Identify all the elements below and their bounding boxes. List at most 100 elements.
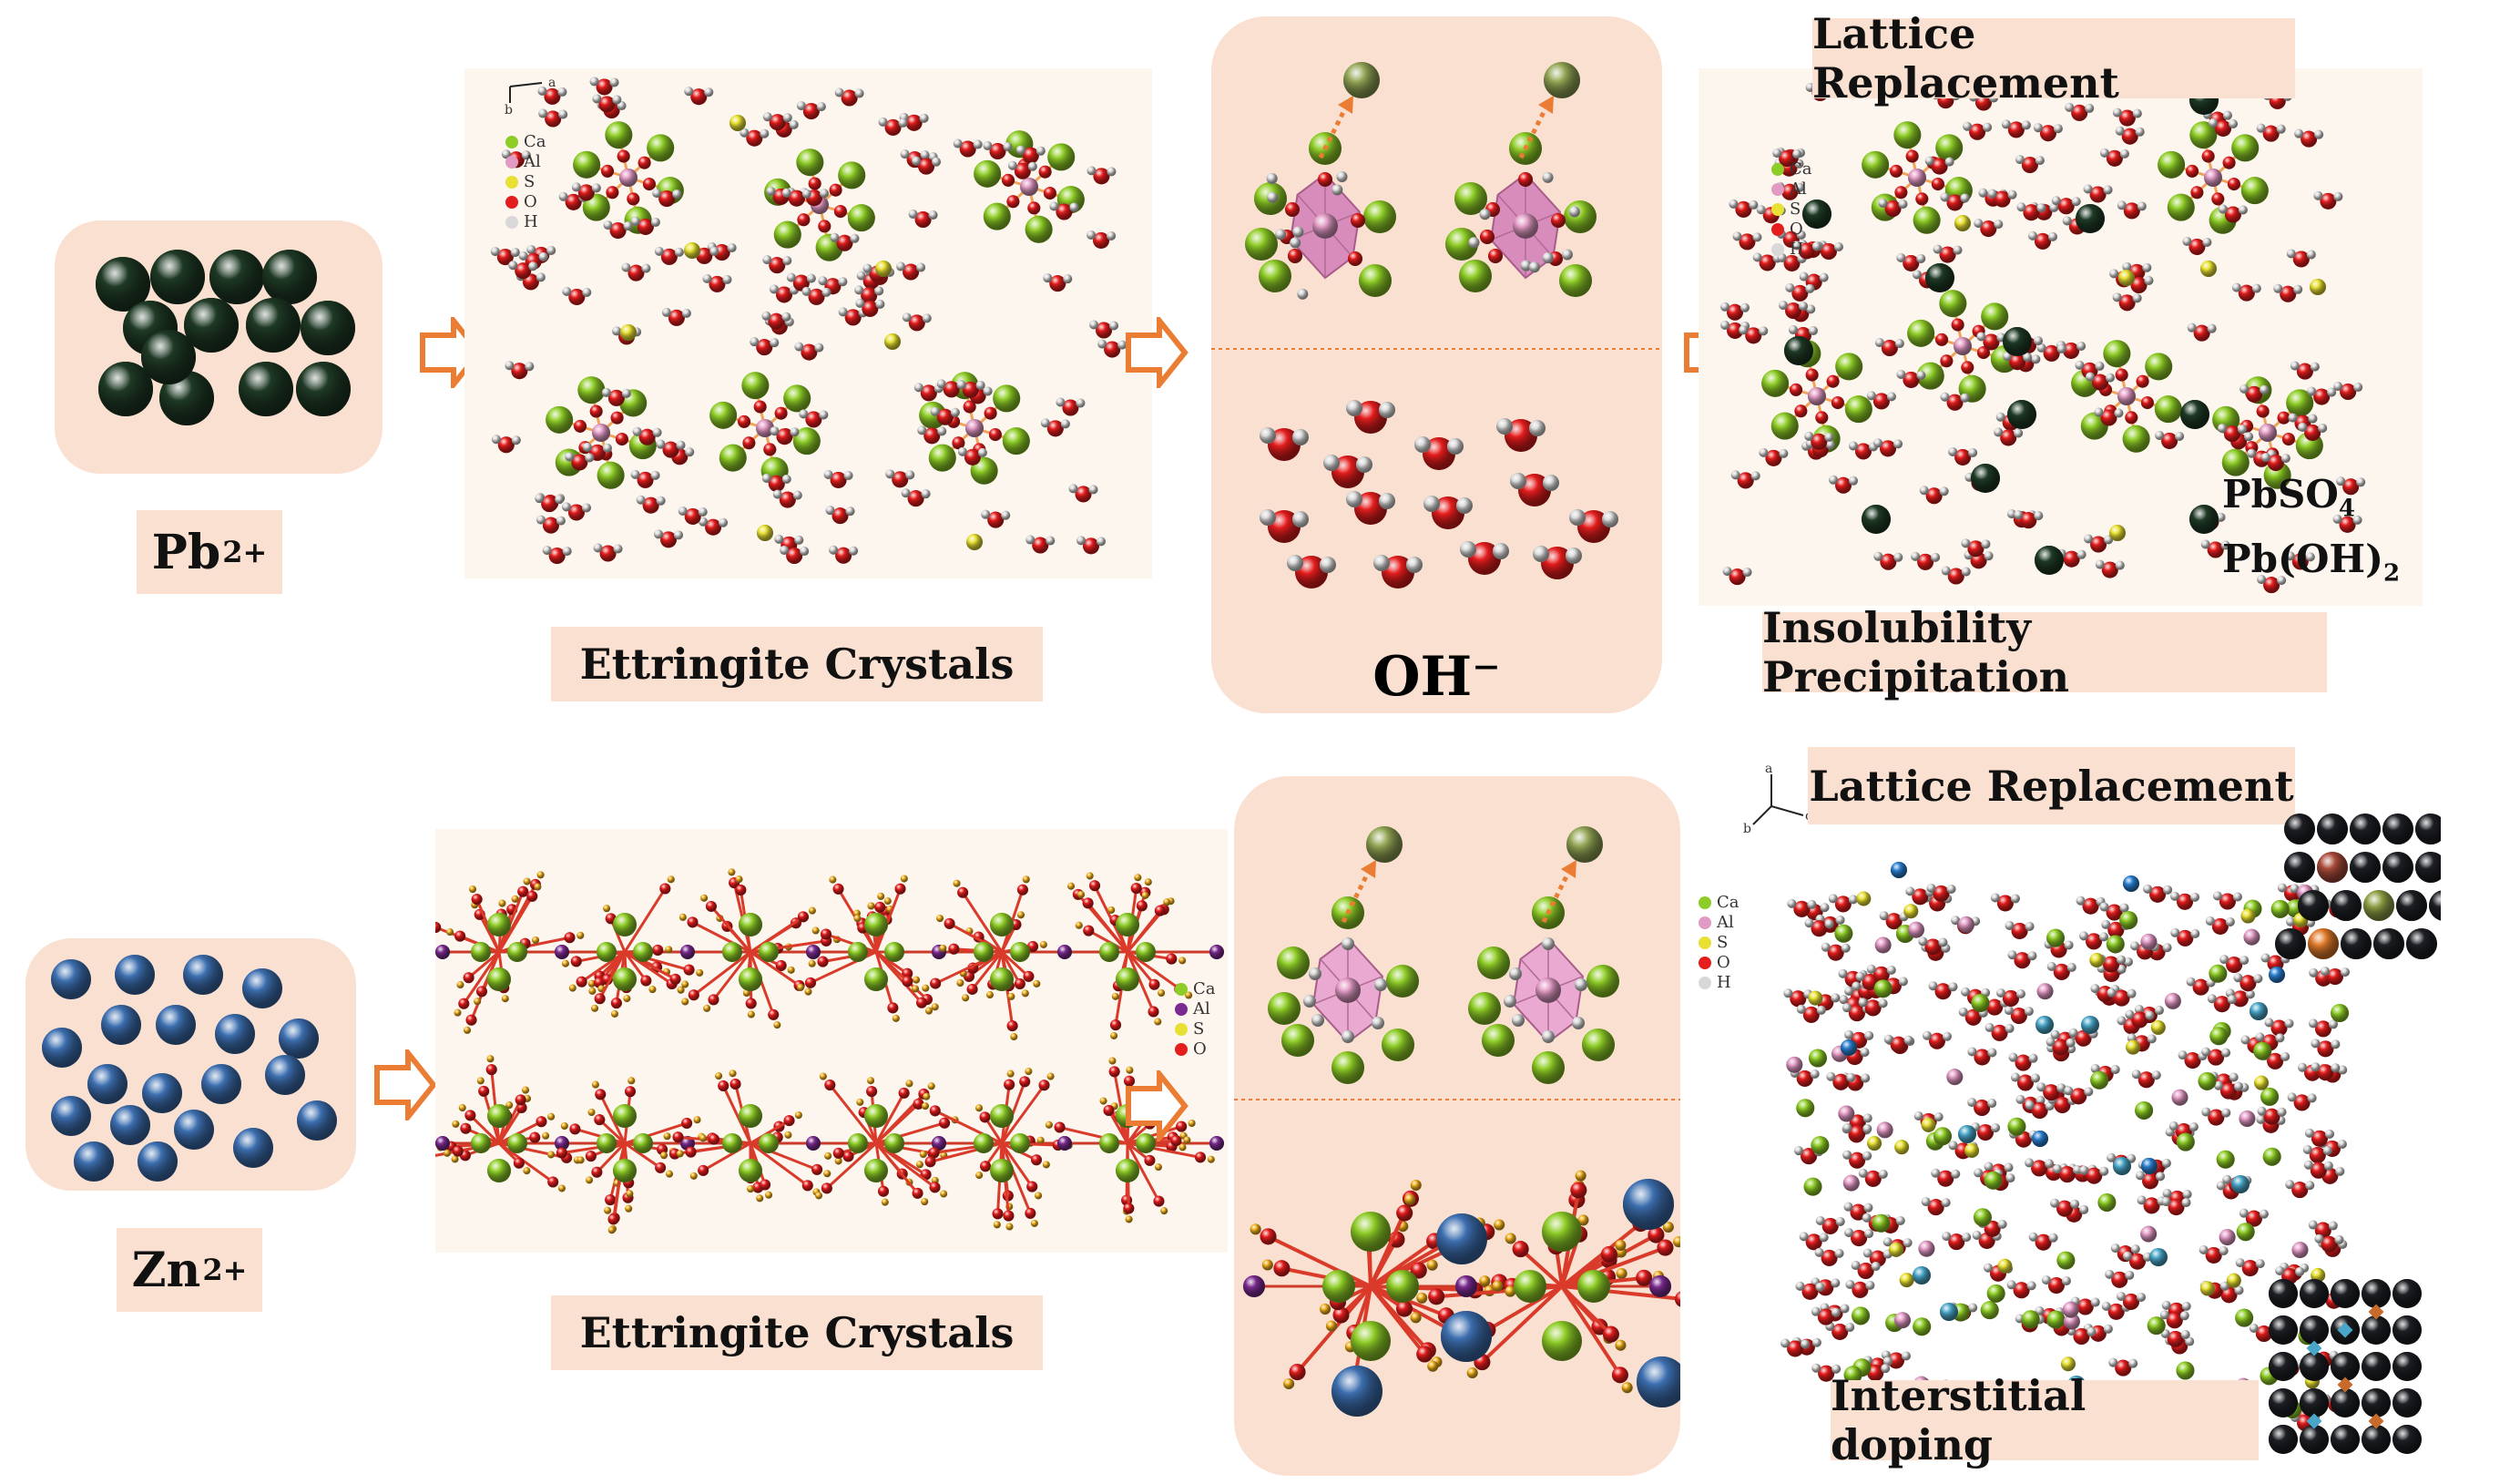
water-hydrogen-shade — [1941, 566, 1951, 576]
water-hydrogen-shade — [950, 407, 960, 417]
hydrogen-atom-shade — [1468, 237, 1480, 249]
ca-atom-shade — [974, 159, 1002, 188]
water-molecule-shade — [2317, 1040, 2334, 1058]
water-hydrogen-shade — [1814, 1247, 1824, 1257]
water-molecule-shade — [1787, 1340, 1804, 1357]
water-hydrogen-shade — [766, 186, 776, 196]
water-molecule-shade — [2267, 1052, 2284, 1070]
oxygen-atom-shade — [1976, 346, 1990, 360]
water-hydrogen-shade — [2015, 1094, 2025, 1104]
dotted-up-arrow-icon — [1518, 101, 1551, 159]
water-hydrogen-shade — [1898, 977, 1908, 987]
ca-atom-shade — [1116, 1159, 1139, 1182]
hydrogen-atom-shade — [1022, 875, 1030, 884]
hydrogen-atom-shade — [1320, 1304, 1331, 1315]
oxygen-atom-shade — [1288, 249, 1302, 263]
pb-ion-shade — [150, 250, 205, 304]
hydrogen-atom-shade — [936, 915, 944, 923]
water-hydrogen-shade — [1940, 392, 1950, 402]
water-hydrogen-shade — [1835, 915, 1845, 925]
water-hydrogen-shade — [2137, 1195, 2147, 1205]
water-hydrogen-shade — [2117, 200, 2127, 210]
oxygen-atom-shade — [652, 945, 664, 957]
al-atom-shade — [435, 1136, 450, 1151]
ca-atom-shade — [2135, 1100, 2154, 1120]
water-molecule-shade — [2296, 363, 2313, 380]
oxygen-atom-shade — [928, 1147, 940, 1159]
water-molecule-shade — [805, 411, 822, 428]
water-molecule-shade — [1991, 1024, 2008, 1041]
oxygen-atom-shade — [1027, 201, 1041, 215]
water-molecule-shade — [1852, 1281, 1869, 1298]
ca-atom-shade — [2240, 177, 2269, 205]
ca-atom-shade — [759, 1133, 779, 1153]
water-hydrogen-shade — [1963, 121, 1973, 131]
hydrogen-atom-shade — [787, 966, 795, 974]
water-hydrogen-shade — [621, 388, 631, 398]
water-hydrogen-shade — [1835, 1216, 1845, 1226]
ca-atom-shade — [2147, 1316, 2166, 1336]
legend-s: S — [524, 172, 536, 191]
water-hydrogen-shade — [780, 546, 790, 556]
water-hydrogen-shade — [2260, 453, 2270, 463]
water-hydrogen-shade — [2123, 957, 2133, 967]
hydrogen-atom-shade — [456, 981, 464, 989]
hydrogen-atom-shade — [975, 1172, 984, 1180]
water-hydrogen-shade — [1931, 552, 1941, 562]
oxygen-atom-shade — [783, 1115, 795, 1127]
water-hydrogen-shade — [1987, 189, 1997, 199]
water-hydrogen-shade — [799, 409, 809, 419]
legend-h: H — [524, 212, 538, 231]
chain-bond — [623, 887, 667, 953]
ca-atom-shade — [838, 161, 866, 189]
water-hydrogen-shade — [2356, 477, 2366, 487]
hydrogen-atom-shade — [1110, 1031, 1118, 1039]
water-hydrogen-shade — [1346, 491, 1362, 507]
oxygen-atom-shade — [454, 930, 466, 942]
water-hydrogen-shade — [623, 221, 633, 231]
water-hydrogen-shade — [1529, 420, 1546, 436]
ca-atom-shade — [2154, 395, 2182, 424]
oxygen-atom-shade — [685, 1146, 697, 1158]
hydrogen-atom-shade — [1512, 1014, 1525, 1027]
water-hydrogen-shade — [1960, 393, 1970, 403]
ca-atom-shade — [1761, 369, 1790, 397]
ca-atom-shade — [2262, 1147, 2281, 1166]
water-molecule-shade — [1056, 203, 1073, 220]
water-molecule-shade — [2016, 1074, 2034, 1091]
water-hydrogen-shade — [843, 470, 853, 480]
water-hydrogen-shade — [1864, 1030, 1874, 1040]
chain-bond — [463, 951, 501, 1005]
al-atom-shade — [1209, 945, 1224, 959]
water-hydrogen-shade — [800, 547, 810, 557]
hydrogen-atom-shade — [940, 1190, 948, 1198]
hydrogen-atom-shade — [794, 1111, 802, 1120]
water-hydrogen-shade — [511, 435, 521, 445]
oxygen-atom-shade — [916, 997, 928, 1008]
oxygen-atom-shade — [585, 1151, 597, 1162]
water-molecule-shade — [769, 114, 786, 131]
water-hydrogen-shade — [2234, 1285, 2244, 1295]
hydrogen-atom-shade — [1283, 1378, 1295, 1390]
water-hydrogen-shade — [2071, 197, 2081, 207]
sulfur-atom-shade — [757, 525, 773, 541]
oxygen-atom-shade — [742, 436, 756, 450]
water-molecule-shade — [1727, 322, 1744, 339]
water-hydrogen-shade — [1882, 1356, 1893, 1366]
water-hydrogen-shade — [2170, 927, 2180, 937]
water-molecule-shade — [936, 408, 954, 425]
water-molecule-shade — [1872, 966, 1890, 983]
hydrogen-atom-shade — [1035, 1192, 1043, 1200]
hydrogen-atom-shade — [1492, 1280, 1504, 1292]
water-hydrogen-shade — [2079, 931, 2089, 941]
water-molecule-shade — [1729, 568, 1746, 586]
water-hydrogen-shade — [2218, 424, 2228, 434]
water-molecule-shade — [2205, 1246, 2222, 1264]
water-molecule-shade — [2076, 1298, 2094, 1315]
water-hydrogen-shade — [1807, 899, 1817, 909]
water-hydrogen-shade — [2056, 1083, 2066, 1093]
oxygen-atom-shade — [760, 1179, 771, 1191]
water-hydrogen-shade — [581, 503, 591, 513]
water-molecule-shade — [2058, 1166, 2076, 1183]
oxygen-atom-shade — [832, 883, 844, 895]
